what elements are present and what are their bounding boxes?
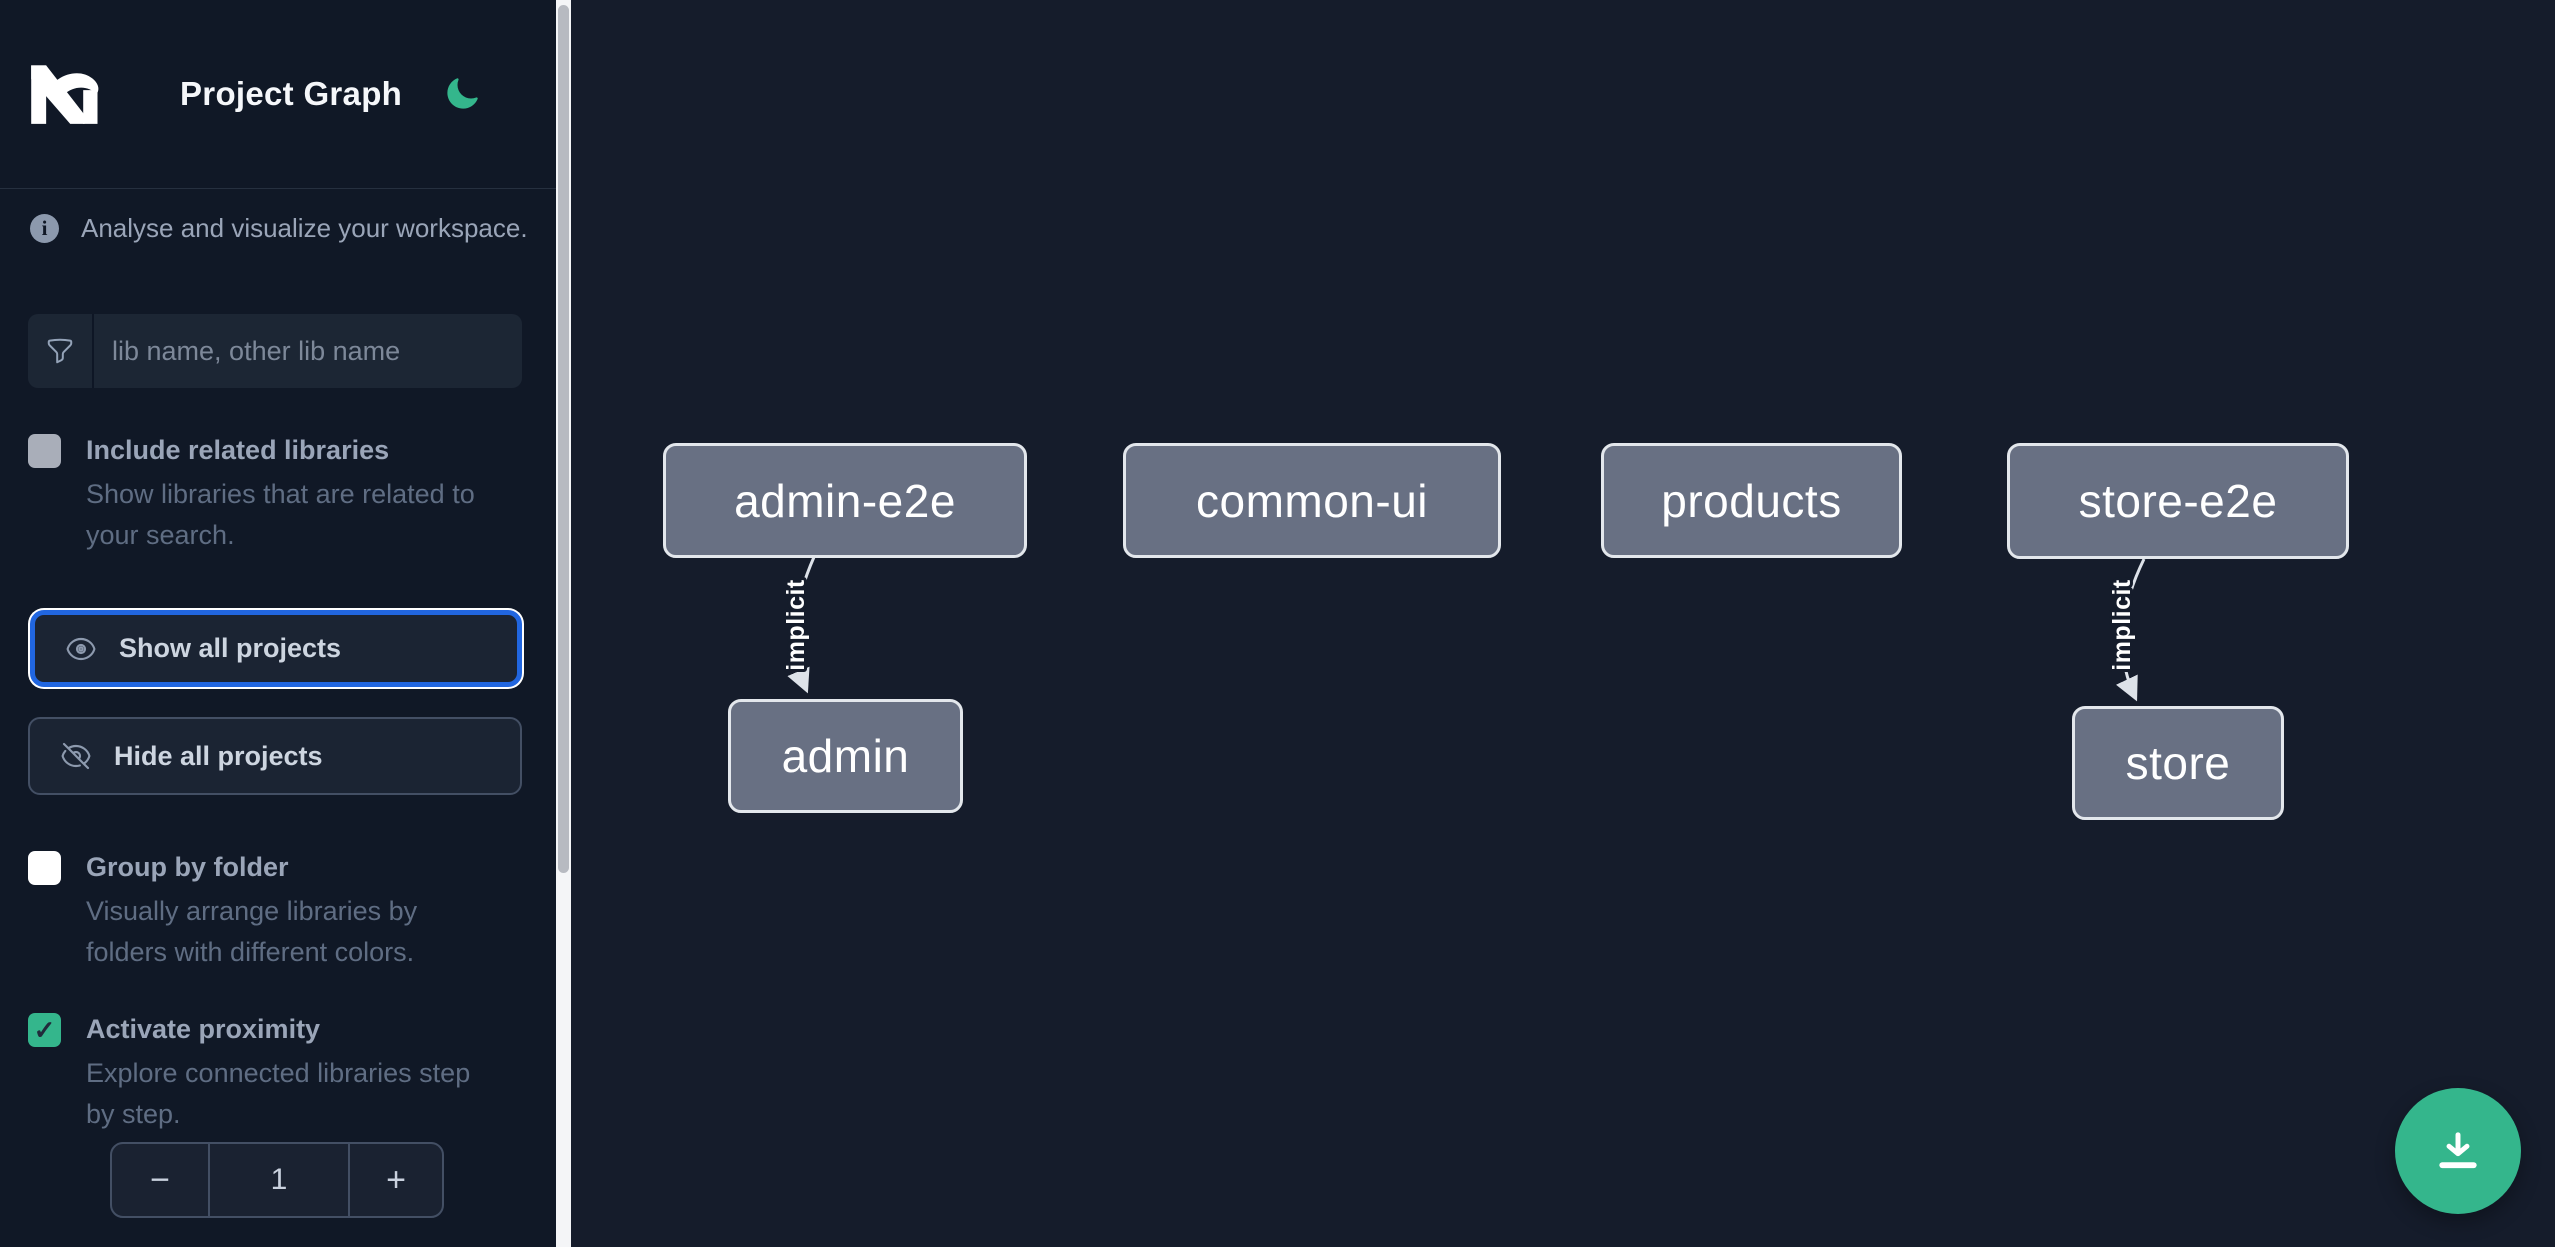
download-graph-button[interactable] xyxy=(2395,1088,2521,1214)
intro-row: i Analyse and visualize your workspace. xyxy=(30,213,528,244)
intro-text: Analyse and visualize your workspace. xyxy=(81,213,528,243)
group-by-folder-label: Group by folder xyxy=(86,852,289,882)
activate-proximity-label: Activate proximity xyxy=(86,1014,321,1044)
check-icon: ✓ xyxy=(33,1015,56,1045)
decrement-button[interactable]: − xyxy=(112,1144,208,1216)
funnel-icon xyxy=(28,314,94,388)
nx-logo[interactable] xyxy=(26,60,104,128)
app-header: Project Graph xyxy=(0,0,556,189)
hide-all-projects-button[interactable]: Hide all projects xyxy=(28,717,522,795)
graph-node-common-ui[interactable]: common-ui xyxy=(1123,443,1501,558)
group-by-folder-checkbox[interactable] xyxy=(28,851,61,885)
sidebar: Project Graph i Analyse and visualize yo… xyxy=(0,0,556,1247)
download-icon xyxy=(2431,1124,2485,1178)
sidebar-scrollbar-track[interactable] xyxy=(556,0,571,1247)
include-related-label: Include related libraries xyxy=(86,435,390,465)
filter-box xyxy=(28,314,522,388)
graph-node-store[interactable]: store xyxy=(2072,706,2284,820)
eye-slash-icon xyxy=(60,740,92,772)
graph-canvas[interactable] xyxy=(571,0,2555,1247)
activate-proximity-description: Explore connected libraries step by step… xyxy=(86,1058,471,1129)
filter-input[interactable] xyxy=(94,314,522,388)
app-title: Project Graph xyxy=(180,75,403,112)
group-by-folder-description: Visually arrange libraries by folders wi… xyxy=(86,896,418,967)
sidebar-scrollbar-thumb[interactable] xyxy=(558,5,569,873)
increment-button[interactable]: + xyxy=(350,1144,442,1216)
include-related-description: Show libraries that are related to your … xyxy=(86,479,475,550)
option-group-by-folder: Group by folder Visually arrange librari… xyxy=(28,849,506,973)
graph-node-admin-e2e[interactable]: admin-e2e xyxy=(663,443,1027,558)
graph-node-admin[interactable]: admin xyxy=(728,699,963,813)
graph-node-products[interactable]: products xyxy=(1601,443,1902,558)
show-all-projects-button[interactable]: Show all projects xyxy=(30,610,522,687)
graph-node-store-e2e[interactable]: store-e2e xyxy=(2007,443,2349,559)
option-activate-proximity: ✓ Activate proximity Explore connected l… xyxy=(28,1011,506,1135)
theme-toggle-button[interactable] xyxy=(442,74,482,114)
proximity-value: 1 xyxy=(208,1144,350,1216)
hide-all-projects-label: Hide all projects xyxy=(114,740,323,771)
include-related-checkbox xyxy=(28,434,61,468)
option-include-related-libraries: Include related libraries Show libraries… xyxy=(28,432,506,556)
activate-proximity-checkbox[interactable]: ✓ xyxy=(28,1013,61,1047)
show-all-projects-label: Show all projects xyxy=(119,633,342,663)
info-icon: i xyxy=(30,214,59,243)
eye-icon xyxy=(65,633,97,665)
moon-icon xyxy=(444,76,480,112)
proximity-stepper: − 1 + xyxy=(110,1142,444,1218)
